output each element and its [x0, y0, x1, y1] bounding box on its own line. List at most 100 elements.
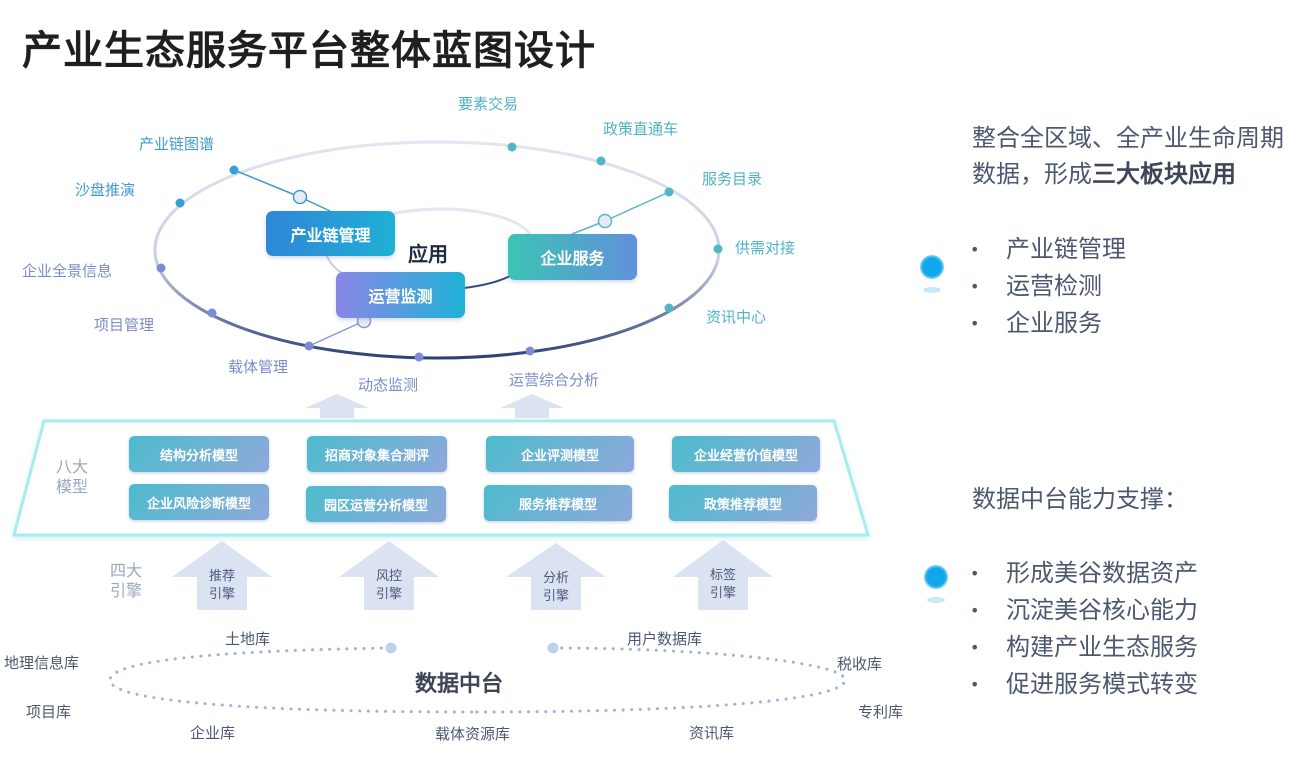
- app-box-industry-chain[interactable]: 产业链管理: [266, 211, 395, 256]
- library-label: 企业库: [190, 724, 236, 742]
- right-intro-bold: 三大板块应用: [1092, 160, 1236, 188]
- app-box-operations-monitoring[interactable]: 运营监测: [336, 272, 465, 318]
- ring-dot: [156, 263, 166, 273]
- ring-dot: [664, 187, 674, 197]
- engine-label: 标签 引擎: [693, 567, 753, 603]
- data-platform-label: 数据中台: [415, 672, 504, 697]
- page-title: 产业生态服务平台整体蓝图设计: [22, 28, 596, 74]
- bullet-item: • 沉淀美谷核心能力: [970, 592, 1198, 629]
- engine-label: 推荐 引擎: [192, 568, 252, 604]
- engine-label-line1: 标签: [709, 568, 736, 583]
- engines-side-label-line1: 四大: [110, 561, 143, 580]
- engine-arrow-4: [673, 540, 773, 610]
- models-side-label-line1: 八大: [56, 457, 89, 476]
- ring-label: 动态监测: [358, 376, 419, 394]
- support-title: 数据中台能力支撑：: [972, 485, 1188, 513]
- bullet-text: 运营检测: [1006, 272, 1102, 300]
- bullet-text: 构建产业生态服务: [1006, 633, 1198, 661]
- ring-dot: [525, 346, 535, 356]
- ring-dot: [175, 198, 185, 208]
- support-bullet-list: • 形成美谷数据资产 • 沉淀美谷核心能力 • 构建产业生态服务 • 促进服务模式转变: [970, 555, 1198, 703]
- connector-dot-reflection: [927, 597, 945, 603]
- model-button[interactable]: 招商对象集合测评: [307, 436, 447, 472]
- data-ring-end-dot: [385, 642, 397, 654]
- ring-label: 服务目录: [702, 170, 763, 188]
- ring-label: 企业全景信息: [22, 262, 113, 280]
- ring-dot: [596, 156, 606, 166]
- model-button[interactable]: 企业风险诊断模型: [129, 484, 269, 520]
- engines-side-label-line2: 引擎: [110, 581, 143, 600]
- ring-label: 政策直通车: [603, 120, 679, 138]
- engine-label-line2: 引擎: [709, 586, 736, 601]
- engine-label-line1: 分析: [542, 571, 569, 586]
- library-label: 载体资源库: [435, 725, 511, 743]
- inner-link-box2-box3: [463, 275, 511, 289]
- app-bullet-list: •产业链管理 • 运营检测 • 企业服务: [970, 231, 1126, 342]
- right-intro-prefix: 数据，形成: [972, 160, 1092, 188]
- application-center-label: 应用: [408, 242, 448, 266]
- bullet-item: • 企业服务: [970, 305, 1126, 342]
- hollow-node: [597, 213, 613, 229]
- bullet-dot-icon: •: [970, 601, 980, 620]
- bullet-item: • 运营检测: [970, 268, 1126, 305]
- bullet-text: 沉淀美谷核心能力: [1006, 596, 1198, 624]
- connector-dot-icon: [920, 255, 944, 279]
- model-button[interactable]: 结构分析模型: [129, 436, 269, 472]
- engine-arrow-3: [506, 543, 606, 610]
- engine-label: 分析 引擎: [526, 570, 586, 606]
- ring-label: 运营综合分析: [509, 371, 600, 389]
- data-ring-right: [473, 646, 847, 714]
- engine-label: 风控 引擎: [359, 568, 419, 604]
- library-label: 地理信息库: [4, 654, 80, 672]
- hollow-node: [292, 189, 308, 205]
- engine-label-line2: 引擎: [542, 589, 569, 604]
- library-label: 专利库: [858, 703, 904, 721]
- library-label: 资讯库: [689, 724, 735, 742]
- bullet-text: 促进服务模式转变: [1006, 670, 1198, 698]
- connector-line: [604, 191, 670, 222]
- model-button[interactable]: 政策推荐模型: [669, 485, 817, 521]
- ring-dot: [207, 308, 217, 318]
- up-arrow-icon: [500, 394, 564, 418]
- right-intro: 整合全区域、全产业生命周期 数据，形成三大板块应用: [972, 120, 1284, 192]
- app-box-enterprise-service[interactable]: 企业服务: [508, 234, 637, 280]
- ring-label: 载体管理: [228, 358, 289, 376]
- ring-dot: [507, 142, 517, 152]
- bullet-item: •产业链管理: [970, 231, 1126, 268]
- right-intro-line1: 整合全区域、全产业生命周期: [972, 124, 1284, 152]
- library-label: 项目库: [26, 703, 72, 721]
- models-side-label: 八大 模型: [56, 457, 88, 497]
- bullet-dot-icon: •: [970, 240, 980, 259]
- library-label: 税收库: [837, 655, 883, 673]
- ring-dot: [713, 244, 723, 254]
- engine-arrow-1: [172, 541, 272, 610]
- bullet-text: 企业服务: [1006, 309, 1102, 337]
- ring-label: 供需对接: [735, 239, 796, 257]
- bullet-text: 形成美谷数据资产: [1006, 559, 1198, 587]
- bullet-dot-icon: •: [970, 564, 980, 583]
- bullet-item: • 促进服务模式转变: [970, 666, 1198, 703]
- engine-label-line2: 引擎: [375, 587, 402, 602]
- bullet-item: • 形成美谷数据资产: [970, 555, 1198, 592]
- ring-dot: [414, 352, 424, 362]
- models-side-label-line2: 模型: [56, 477, 89, 496]
- bullet-dot-icon: •: [970, 314, 980, 333]
- engine-label-line1: 推荐: [208, 569, 235, 584]
- bullet-dot-icon: •: [970, 675, 980, 694]
- model-button[interactable]: 园区运营分析模型: [306, 486, 446, 522]
- model-button[interactable]: 企业经营价值模型: [672, 436, 820, 472]
- engine-label-line2: 引擎: [208, 587, 235, 602]
- model-button[interactable]: 企业评测模型: [486, 436, 634, 472]
- ring-label: 要素交易: [458, 95, 519, 113]
- engine-arrow-2: [339, 541, 439, 610]
- model-button[interactable]: 服务推荐模型: [484, 485, 632, 521]
- bullet-dot-icon: •: [970, 277, 980, 296]
- up-arrow-icon: [305, 394, 369, 418]
- library-label: 土地库: [225, 630, 271, 648]
- ring-dot: [664, 303, 674, 313]
- library-label: 用户数据库: [627, 630, 703, 648]
- ring-label: 项目管理: [94, 316, 155, 334]
- engine-label-line1: 风控: [375, 569, 402, 584]
- data-ring-end-dot: [547, 642, 559, 654]
- connector-dot-icon: [924, 565, 948, 589]
